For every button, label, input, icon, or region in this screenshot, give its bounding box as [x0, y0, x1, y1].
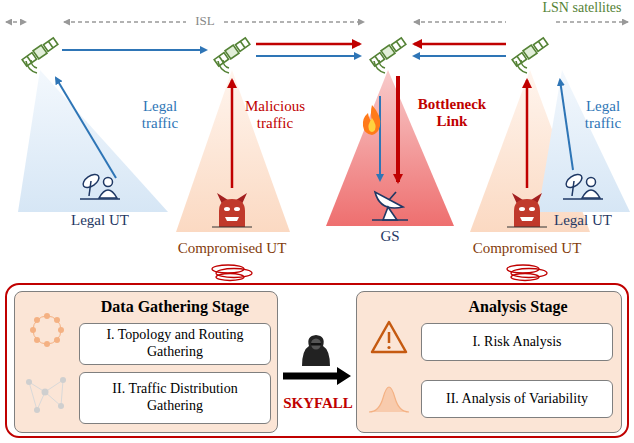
label-text: Legal UT: [543, 212, 623, 229]
process-box: I. Risk Analysis: [421, 323, 613, 361]
flow-arrow: [283, 367, 351, 385]
box-text: II. Analysis of Variability: [446, 391, 588, 408]
label-text: Compromised UT: [465, 240, 589, 257]
process-box: I. Topology and Routing Gathering: [79, 323, 271, 365]
panel-icons: [15, 292, 79, 434]
process-box: II. Analysis of Variability: [421, 380, 613, 418]
label-text: Malicious traffic: [240, 98, 310, 133]
stage-title: Analysis Stage: [421, 298, 615, 316]
label-text: Legal traffic: [133, 98, 187, 133]
framework-box: SKYFALL Data Gathering Stage I. Topology …: [5, 283, 629, 438]
label-text: Legal traffic: [577, 98, 629, 133]
box-text: II. Traffic Distribution Gathering: [86, 381, 264, 415]
stage-panel: Analysis Stage I. Risk AnalysisII. Analys…: [356, 291, 622, 433]
label-text: Compromised UT: [170, 240, 294, 257]
box-text: I. Risk Analysis: [472, 334, 561, 351]
label-text: Bottleneck Link: [410, 96, 494, 131]
label-text: ISL: [188, 14, 222, 29]
process-box: II. Traffic Distribution Gathering: [79, 372, 271, 424]
stage-panel: Data Gathering Stage I. Topology and Rout…: [14, 291, 278, 433]
panel-icons: [357, 292, 421, 434]
framework-name: SKYFALL: [283, 395, 353, 412]
label-text: GS: [370, 228, 410, 245]
label-text: Legal UT: [60, 212, 140, 229]
box-text: I. Topology and Routing Gathering: [86, 327, 264, 361]
label-text: LSN satellites: [527, 0, 634, 16]
stage-title: Data Gathering Stage: [79, 298, 271, 316]
